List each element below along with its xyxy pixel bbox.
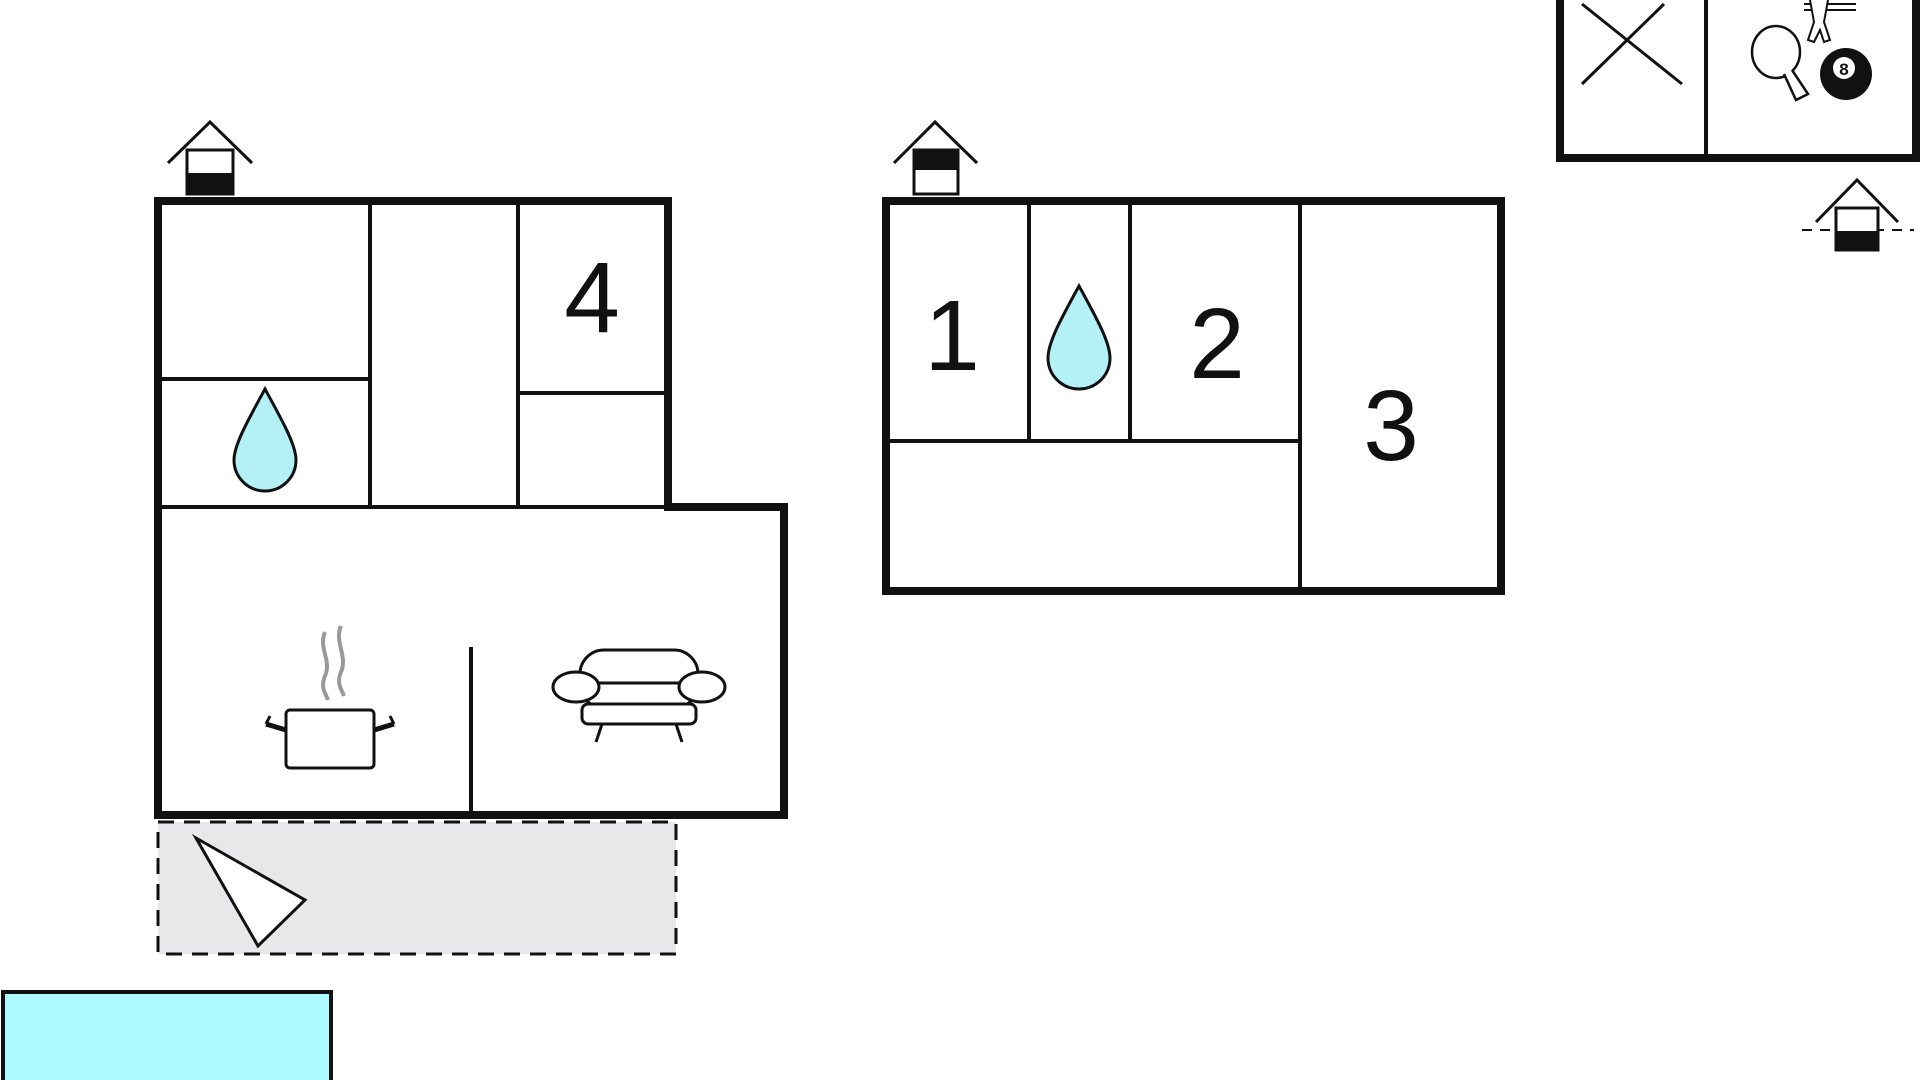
games-icon: 8	[1750, 0, 1872, 102]
room-number-2: 2	[1189, 288, 1245, 400]
water-drop-icon	[1046, 282, 1112, 391]
middle-building: 1 2 3	[882, 119, 1505, 595]
left-building: 4	[154, 119, 788, 956]
sofa-icon	[551, 648, 727, 743]
room-number-1: 1	[924, 280, 980, 392]
storage-cross	[1580, 2, 1666, 86]
water-drop-icon	[232, 385, 298, 493]
house-entrance-icon	[892, 119, 979, 196]
sun-lounger-icon	[191, 833, 308, 949]
annex-outline	[1556, 0, 1920, 162]
room-number-4: 4	[564, 242, 620, 354]
left-building-outline	[154, 197, 788, 819]
annex-building: 8	[1556, 0, 1920, 252]
pool	[1, 990, 333, 1080]
house-entrance-icon	[166, 119, 254, 196]
storage-cross	[1581, 2, 1683, 86]
house-entrance-icon	[1802, 177, 1914, 252]
cooking-pot-icon	[264, 625, 396, 770]
billiard-ball-label: 8	[1839, 60, 1848, 79]
middle-building-outline	[882, 197, 1505, 595]
room-number-3: 3	[1363, 370, 1419, 482]
